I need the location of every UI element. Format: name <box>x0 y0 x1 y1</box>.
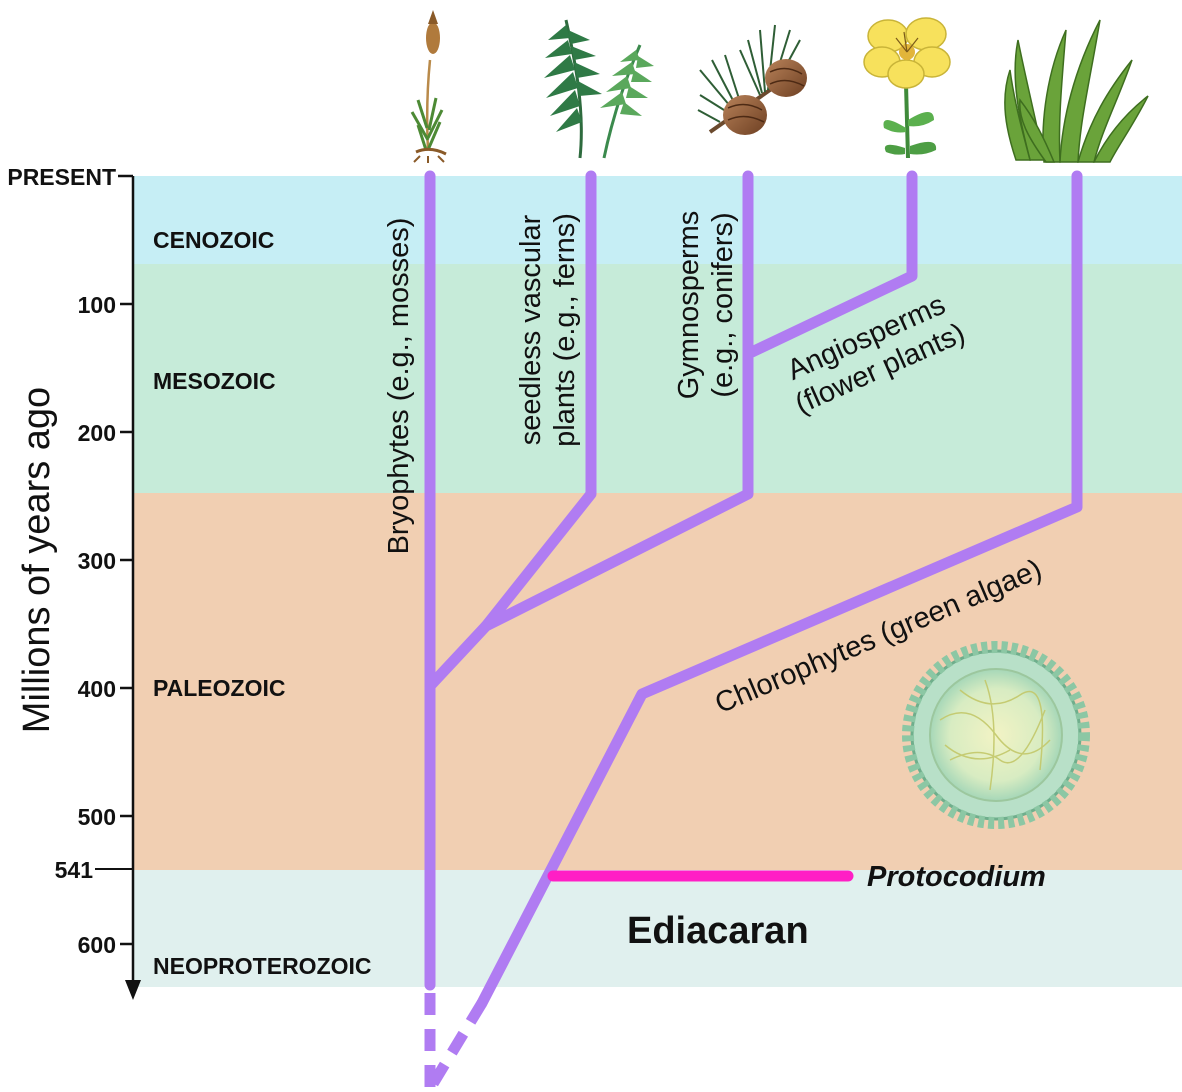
clade-label-bryophytes: Bryophytes (e.g., mosses) <box>383 218 415 555</box>
era-label-mesozoic: MESOZOIC <box>153 368 276 394</box>
tick-label-100: 100 <box>78 292 116 318</box>
pine-cone-icon <box>698 25 807 135</box>
moss-icon <box>412 10 446 163</box>
tick-label-300: 300 <box>78 548 116 574</box>
tick-label-600: 600 <box>78 932 116 958</box>
green-algae-icon <box>1005 20 1148 162</box>
tick-label-400: 400 <box>78 676 116 702</box>
tick-label-541: 541 <box>55 857 94 883</box>
clade-label-seedless-vascular-line2: plants (e.g., ferns) <box>549 213 581 447</box>
clade-label-seedless-vascular-line1: seedless vascular <box>515 214 547 445</box>
flower-icon <box>864 18 950 158</box>
cenozoic-band <box>133 176 1182 264</box>
clade-label-gymnosperms-line1: Gymnosperms <box>673 211 705 400</box>
mesozoic-band <box>133 264 1182 493</box>
protocodium-label: Protocodium <box>867 861 1046 893</box>
axis-title: Millions of years ago <box>16 387 58 733</box>
tick-label-present: PRESENT <box>7 164 116 190</box>
era-label-cenozoic: CENOZOIC <box>153 227 274 253</box>
axis-arrow-head <box>125 980 141 1000</box>
clade-label-gymnosperms-line2: (e.g., conifers) <box>707 212 739 397</box>
tick-label-500: 500 <box>78 804 116 830</box>
era-label-neoproterozoic: NEOPROTEROZOIC <box>153 953 372 979</box>
ediacaran-label: Ediacaran <box>627 910 809 952</box>
chlorophyte-dashed-root <box>428 1003 482 1092</box>
fern-icon <box>544 20 654 158</box>
tick-label-200: 200 <box>78 420 116 446</box>
era-label-paleozoic: PALEOZOIC <box>153 675 285 701</box>
